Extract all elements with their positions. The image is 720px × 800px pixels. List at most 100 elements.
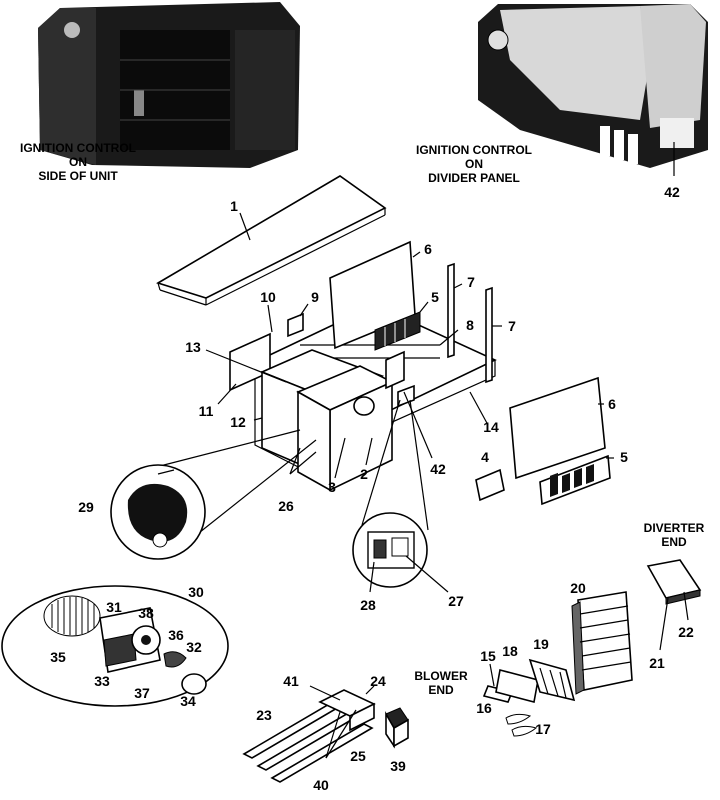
label-30: 30 bbox=[188, 584, 204, 600]
part-7-corner-post-left bbox=[447, 262, 455, 359]
label-12: 12 bbox=[230, 414, 246, 430]
leader-2 bbox=[365, 437, 373, 466]
part-39-gas-valve bbox=[385, 707, 409, 749]
caption-side-line1: IGNITION CONTROL bbox=[20, 141, 136, 155]
label-37: 37 bbox=[134, 685, 150, 701]
leader-11 bbox=[217, 383, 237, 405]
label-27: 27 bbox=[448, 593, 464, 609]
label-31: 31 bbox=[106, 599, 122, 615]
label-36: 36 bbox=[168, 627, 184, 643]
photo-ignition-divider-panel bbox=[478, 4, 708, 168]
leader-26a bbox=[289, 447, 301, 475]
label-15: 15 bbox=[480, 648, 496, 664]
part-32-motor-mount bbox=[163, 651, 187, 668]
label-17: 17 bbox=[535, 721, 551, 737]
leader-15 bbox=[489, 663, 495, 687]
caption-blower-line1: BLOWER bbox=[414, 669, 468, 683]
label-7b: 7 bbox=[508, 318, 516, 334]
leader-42 bbox=[403, 391, 433, 459]
label-16: 16 bbox=[476, 700, 492, 716]
label-3: 3 bbox=[328, 479, 336, 495]
leader-13 bbox=[205, 349, 287, 383]
leader-28 bbox=[369, 561, 375, 593]
part-7-corner-post-right bbox=[485, 286, 493, 384]
part-18-baffle bbox=[495, 669, 539, 703]
detail-30-blower-assembly bbox=[1, 585, 229, 707]
part-16-clip bbox=[505, 713, 532, 725]
label-29: 29 bbox=[78, 499, 94, 515]
caption-divider-line3: DIVIDER PANEL bbox=[428, 171, 520, 185]
label-28: 28 bbox=[360, 597, 376, 613]
leader-6 bbox=[412, 251, 421, 258]
label-34: 34 bbox=[180, 693, 196, 709]
part-19-baffle bbox=[528, 658, 576, 702]
part-5-louver-side bbox=[539, 454, 611, 506]
label-7a: 7 bbox=[467, 274, 475, 290]
label-39: 39 bbox=[390, 758, 406, 774]
photo-ignition-side-unit bbox=[38, 2, 300, 168]
label-9: 9 bbox=[311, 289, 319, 305]
leader-7a bbox=[453, 283, 463, 289]
label-6: 6 bbox=[424, 241, 432, 257]
caption-ignition-divider: IGNITION CONTROL ON DIVIDER PANEL bbox=[416, 143, 532, 185]
part-35-blower-wheel bbox=[43, 595, 101, 637]
caption-blower-line2: END bbox=[428, 683, 454, 697]
caption-diverter-line2: END bbox=[661, 535, 687, 549]
caption-ignition-side: IGNITION CONTROL ON SIDE OF UNIT bbox=[20, 141, 136, 183]
leader-5 bbox=[419, 301, 429, 313]
caption-diverter-line1: DIVERTER bbox=[644, 521, 705, 535]
part-9-bracket bbox=[287, 312, 304, 338]
caption-side-line2: ON bbox=[69, 155, 87, 169]
leader-40 bbox=[325, 709, 357, 759]
leader-26b bbox=[289, 451, 317, 475]
label-40: 40 bbox=[313, 777, 329, 793]
label-35: 35 bbox=[50, 649, 66, 665]
label-18: 18 bbox=[502, 643, 518, 659]
part-17-clip bbox=[511, 725, 538, 737]
detail-29-burner-closeup bbox=[110, 429, 317, 560]
label-42: 42 bbox=[430, 461, 446, 477]
label-41: 41 bbox=[283, 673, 299, 689]
leader-41 bbox=[309, 685, 341, 701]
label-23: 23 bbox=[256, 707, 272, 723]
leader-14 bbox=[469, 391, 489, 426]
label-5: 5 bbox=[431, 289, 439, 305]
part-21-22-diverter bbox=[646, 559, 702, 605]
caption-side-line3: SIDE OF UNIT bbox=[38, 169, 118, 183]
leader-21 bbox=[659, 597, 669, 651]
label-10: 10 bbox=[260, 289, 276, 305]
label-26: 26 bbox=[278, 498, 294, 514]
leader-22 bbox=[683, 591, 689, 621]
label-8: 8 bbox=[466, 317, 474, 333]
label-2: 2 bbox=[360, 466, 368, 482]
leader-27 bbox=[405, 555, 449, 593]
part-5-louver-rear bbox=[374, 311, 421, 351]
leader-40b bbox=[325, 711, 341, 759]
label-19: 19 bbox=[533, 636, 549, 652]
label-22: 22 bbox=[678, 624, 694, 640]
label-13: 13 bbox=[185, 339, 201, 355]
leader-9 bbox=[299, 303, 309, 317]
detail-ignition-closeup bbox=[352, 399, 429, 588]
label-6b: 6 bbox=[608, 396, 616, 412]
leader-8 bbox=[439, 329, 459, 346]
part-31-blower-housing bbox=[99, 607, 161, 673]
label-33: 33 bbox=[94, 673, 110, 689]
leader-1 bbox=[239, 212, 251, 241]
leader-10 bbox=[267, 304, 273, 333]
label-11: 11 bbox=[199, 403, 214, 419]
label-20: 20 bbox=[570, 580, 586, 596]
part-1-top-cover bbox=[156, 175, 387, 306]
label-32: 32 bbox=[186, 639, 202, 655]
caption-divider-line2: ON bbox=[465, 157, 483, 171]
part-4-small-plate bbox=[475, 468, 505, 502]
leader-24 bbox=[365, 685, 375, 695]
label-38: 38 bbox=[138, 605, 154, 621]
part-23-burner-tubes bbox=[242, 699, 374, 783]
label-5b: 5 bbox=[620, 449, 628, 465]
label-21: 21 bbox=[649, 655, 665, 671]
label-1: 1 bbox=[230, 198, 238, 214]
part-34-motor bbox=[181, 673, 207, 695]
part-6-side-panel-right bbox=[509, 376, 606, 480]
label-42-photo: 42 bbox=[664, 184, 680, 200]
